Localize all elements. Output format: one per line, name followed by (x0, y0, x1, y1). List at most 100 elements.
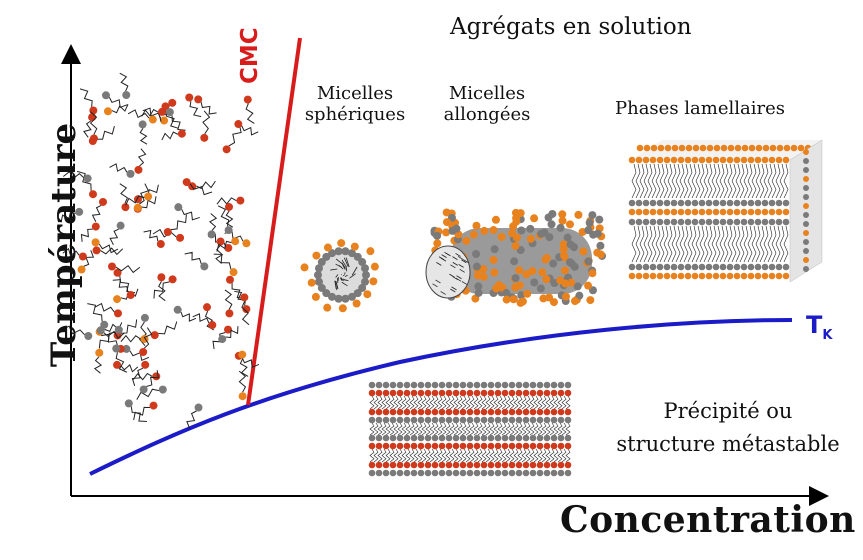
bilayer-tail (493, 395, 499, 410)
surfactant-tail (120, 334, 141, 343)
bilayer-tail (529, 422, 535, 436)
surfactant-tail (231, 283, 246, 300)
bilayer-head (417, 408, 425, 416)
bilayer-tail (771, 225, 777, 263)
bilayer-head (494, 434, 502, 442)
cylinder-head (588, 211, 597, 220)
cylinder-head (511, 274, 520, 283)
bilayer-tail (505, 395, 511, 410)
cylinder-head (573, 282, 582, 291)
cylinder-tail (452, 256, 458, 260)
bilayer-head (782, 263, 790, 271)
bilayer-tail (437, 395, 443, 410)
bilayer-tail (373, 448, 379, 463)
bilayer-tail (377, 422, 383, 436)
surfactant-head (126, 291, 135, 300)
cylinder-head (491, 215, 500, 224)
micelle-head (307, 278, 316, 287)
bilayer-head (642, 156, 650, 164)
bilayer-head (480, 461, 488, 469)
bilayer-head (522, 416, 530, 424)
bilayer-head (768, 272, 776, 280)
bilayer-head (396, 416, 404, 424)
cylinder-head (472, 249, 481, 258)
bilayer-head (375, 434, 383, 442)
bilayer-tail (497, 422, 503, 436)
surfactant-head (243, 95, 252, 104)
bilayer-tail (473, 395, 479, 410)
bilayer-head (698, 272, 706, 280)
bilayer-tail (553, 422, 559, 436)
bilayer-tail (421, 395, 427, 410)
micelle-head (363, 290, 372, 299)
bilayer-head (445, 461, 453, 469)
bilayer-head (389, 469, 397, 477)
cylinder-head (563, 233, 572, 242)
bilayer-head (768, 208, 776, 216)
micelle-head (350, 242, 359, 251)
bilayer-head (501, 408, 509, 416)
bilayer-head (670, 218, 678, 226)
bilayer-tail (553, 395, 559, 410)
bilayer-head (452, 442, 460, 450)
bilayer-head (396, 408, 404, 416)
surfactant-tail (209, 213, 218, 231)
bilayer-head (438, 461, 446, 469)
bilayer-head (803, 185, 809, 191)
micelle-tail (343, 257, 349, 267)
bilayer-tail (759, 225, 765, 263)
bilayer-tail (687, 163, 693, 199)
bilayer-head (410, 442, 418, 450)
surfactant-head (124, 399, 133, 408)
cylinder-head (556, 223, 565, 232)
surfactant-tail (189, 183, 213, 196)
bilayer-tail (533, 422, 539, 436)
surfactant-tail (161, 131, 179, 141)
cylinder-head (570, 297, 579, 306)
surfactant-head (139, 348, 148, 357)
surfactant-tail (224, 289, 233, 310)
surfactant-head (89, 106, 98, 115)
bilayer-tail (445, 395, 451, 410)
bilayer-head (656, 263, 664, 271)
bilayer-head (698, 218, 706, 226)
bilayer-head (543, 434, 551, 442)
bilayer-head (557, 434, 565, 442)
surfactant-head (91, 238, 100, 247)
bilayer-head (466, 469, 474, 477)
bilayer-head (656, 272, 664, 280)
bilayer-head (452, 469, 460, 477)
bilayer-tail (699, 225, 705, 263)
bilayer-head (677, 218, 685, 226)
bilayer-tail (521, 422, 527, 436)
cylinder-head (560, 266, 569, 275)
bilayer-tail (675, 225, 681, 263)
bilayer-head (678, 144, 686, 152)
bilayer-head (557, 389, 565, 397)
bilayer-tail (735, 225, 741, 263)
surfactant-tail (192, 313, 210, 324)
micelle-tail (349, 273, 356, 279)
bilayer-tail (719, 163, 725, 199)
cylinder-head (584, 281, 593, 290)
bilayer-head (452, 389, 460, 397)
bilayer-tail (715, 225, 721, 263)
micelle-tail (344, 272, 346, 275)
bilayer-tail (755, 163, 761, 199)
micelle-head (311, 292, 320, 301)
bilayer-head (543, 389, 551, 397)
bilayer-head (368, 408, 376, 416)
surfactant-tail (132, 372, 153, 381)
bilayer-tail (667, 163, 673, 199)
bilayer-head (501, 469, 509, 477)
bilayer-head (550, 389, 558, 397)
micelle-tail (330, 268, 338, 271)
bilayer-tail (719, 225, 725, 263)
tk-label: TK (806, 311, 832, 344)
bilayer-head (642, 199, 650, 207)
surfactant-head (113, 295, 122, 304)
cylinder-tail (440, 291, 446, 295)
micelle-tail (335, 281, 339, 290)
bilayer-tail (667, 225, 673, 263)
bilayer-tail (679, 225, 685, 263)
